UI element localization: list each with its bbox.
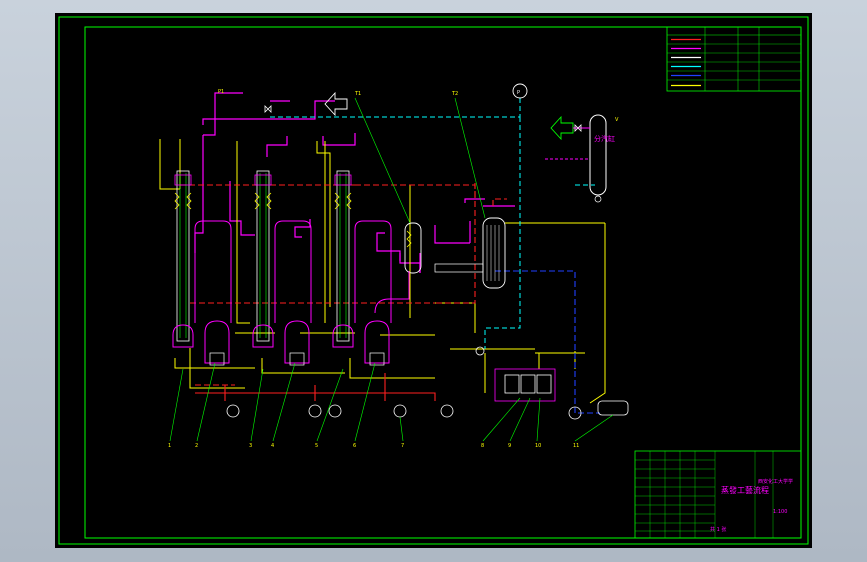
valve-icon[interactable] xyxy=(264,105,272,113)
leader-label: 10 xyxy=(535,443,541,449)
leader-label: 3 xyxy=(249,443,252,449)
title-block: 蒸發工藝流程 西安化工大学学 1:100 共 1 张 xyxy=(634,450,802,539)
outer-frame xyxy=(58,16,809,545)
leader-label: 4 xyxy=(271,443,274,449)
separator-columns xyxy=(194,220,392,323)
arrow-icon xyxy=(324,91,348,117)
leader-lines xyxy=(169,97,614,442)
leader-label: 2 xyxy=(195,443,198,449)
tag-evap-2: T2 xyxy=(451,91,458,97)
vacuum-pump-icon[interactable] xyxy=(597,400,629,416)
evaporator-icon[interactable] xyxy=(172,170,230,366)
leader-label: 7 xyxy=(401,443,404,449)
separator-icon[interactable]: 分汽缸 xyxy=(589,114,615,203)
drawing-viewport[interactable]: 蒸發工藝流程 西安化工大学学 1:100 共 1 张 xyxy=(55,13,812,548)
evaporator-icon[interactable] xyxy=(332,170,390,366)
pump-icon[interactable] xyxy=(308,404,322,418)
condenser-icon[interactable] xyxy=(374,222,422,314)
pump-icon[interactable] xyxy=(226,404,240,418)
heat-exchanger-icon[interactable] xyxy=(434,217,506,289)
separator-label: 分汽缸 xyxy=(594,134,615,143)
steam-lines xyxy=(194,92,515,273)
pressure-gauge-icon[interactable]: P xyxy=(512,83,528,99)
leader-label: 6 xyxy=(353,443,356,449)
leader-label: 1 xyxy=(168,443,171,449)
leader-label: 8 xyxy=(481,443,484,449)
tag-evap-1: T1 xyxy=(354,91,361,97)
process-flow-diagram: 蒸發工藝流程 西安化工大学学 1:100 共 1 张 xyxy=(58,16,809,545)
sheet-text: 共 1 张 xyxy=(710,526,726,533)
pump-icon[interactable] xyxy=(393,404,407,418)
drawing-title-text: 蒸發工藝流程 xyxy=(721,485,769,495)
tag-steam: P1 xyxy=(218,89,224,95)
legend-table xyxy=(666,26,802,92)
valve-icon[interactable] xyxy=(574,124,582,132)
pressure-gauge-label: P xyxy=(517,90,520,96)
pump-icon[interactable] xyxy=(440,404,454,418)
receiver-tanks xyxy=(475,346,556,402)
cooling-water-lines xyxy=(270,95,595,349)
evaporator-icon[interactable] xyxy=(252,170,310,366)
leader-label: 11 xyxy=(573,443,579,449)
scale-text: 1:100 xyxy=(773,509,787,515)
condensate-solid xyxy=(195,373,436,401)
leader-label: 9 xyxy=(508,443,511,449)
pump-icon[interactable] xyxy=(568,406,582,420)
tag-separator: V xyxy=(615,117,619,123)
school-text: 西安化工大学学 xyxy=(758,478,793,485)
leader-label: 5 xyxy=(315,443,318,449)
arrow-icon xyxy=(550,115,574,141)
pump-icon[interactable] xyxy=(328,404,342,418)
inner-frame xyxy=(84,26,802,539)
vacuum-lines xyxy=(495,270,600,414)
